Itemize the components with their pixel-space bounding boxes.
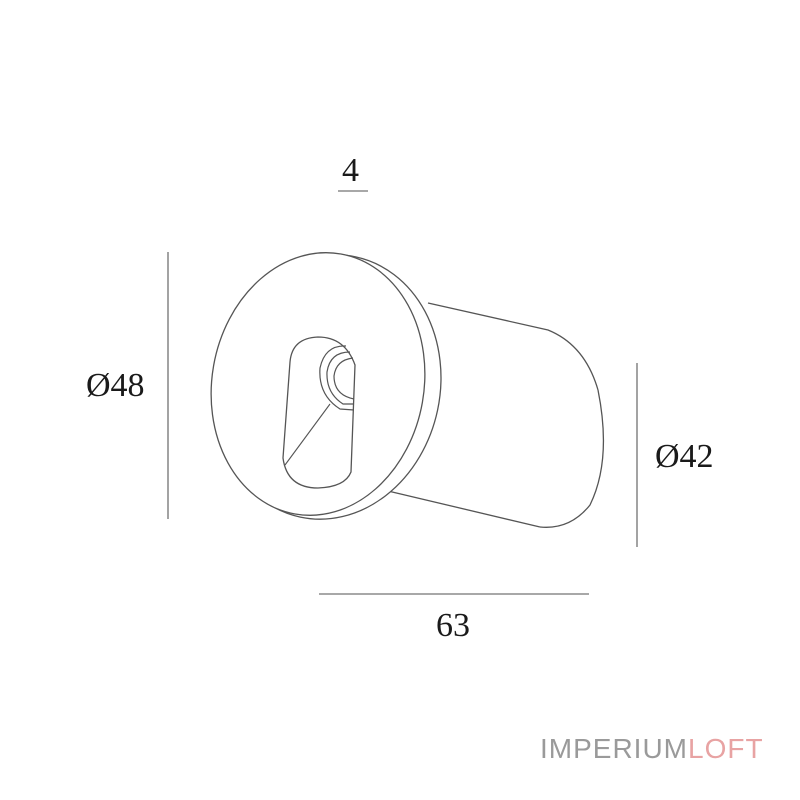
dim-label-flange-diameter: Ø48 [86, 367, 145, 404]
light-beam-line [284, 403, 331, 466]
light-aperture [282, 336, 356, 489]
cylinder-body [387, 302, 605, 528]
dim-label-total-depth: 63 [436, 607, 470, 644]
brand-logo: IMPERIUMLOFT [540, 735, 764, 763]
led-lens [319, 345, 355, 411]
dim-label-flange-thickness: 4 [342, 152, 359, 189]
dim-label-body-diameter: Ø42 [655, 438, 714, 475]
dimension-lines [167, 190, 638, 595]
logo-text-loft: LOFT [688, 733, 764, 764]
logo-text-imperium: IMPERIUM [540, 733, 688, 764]
